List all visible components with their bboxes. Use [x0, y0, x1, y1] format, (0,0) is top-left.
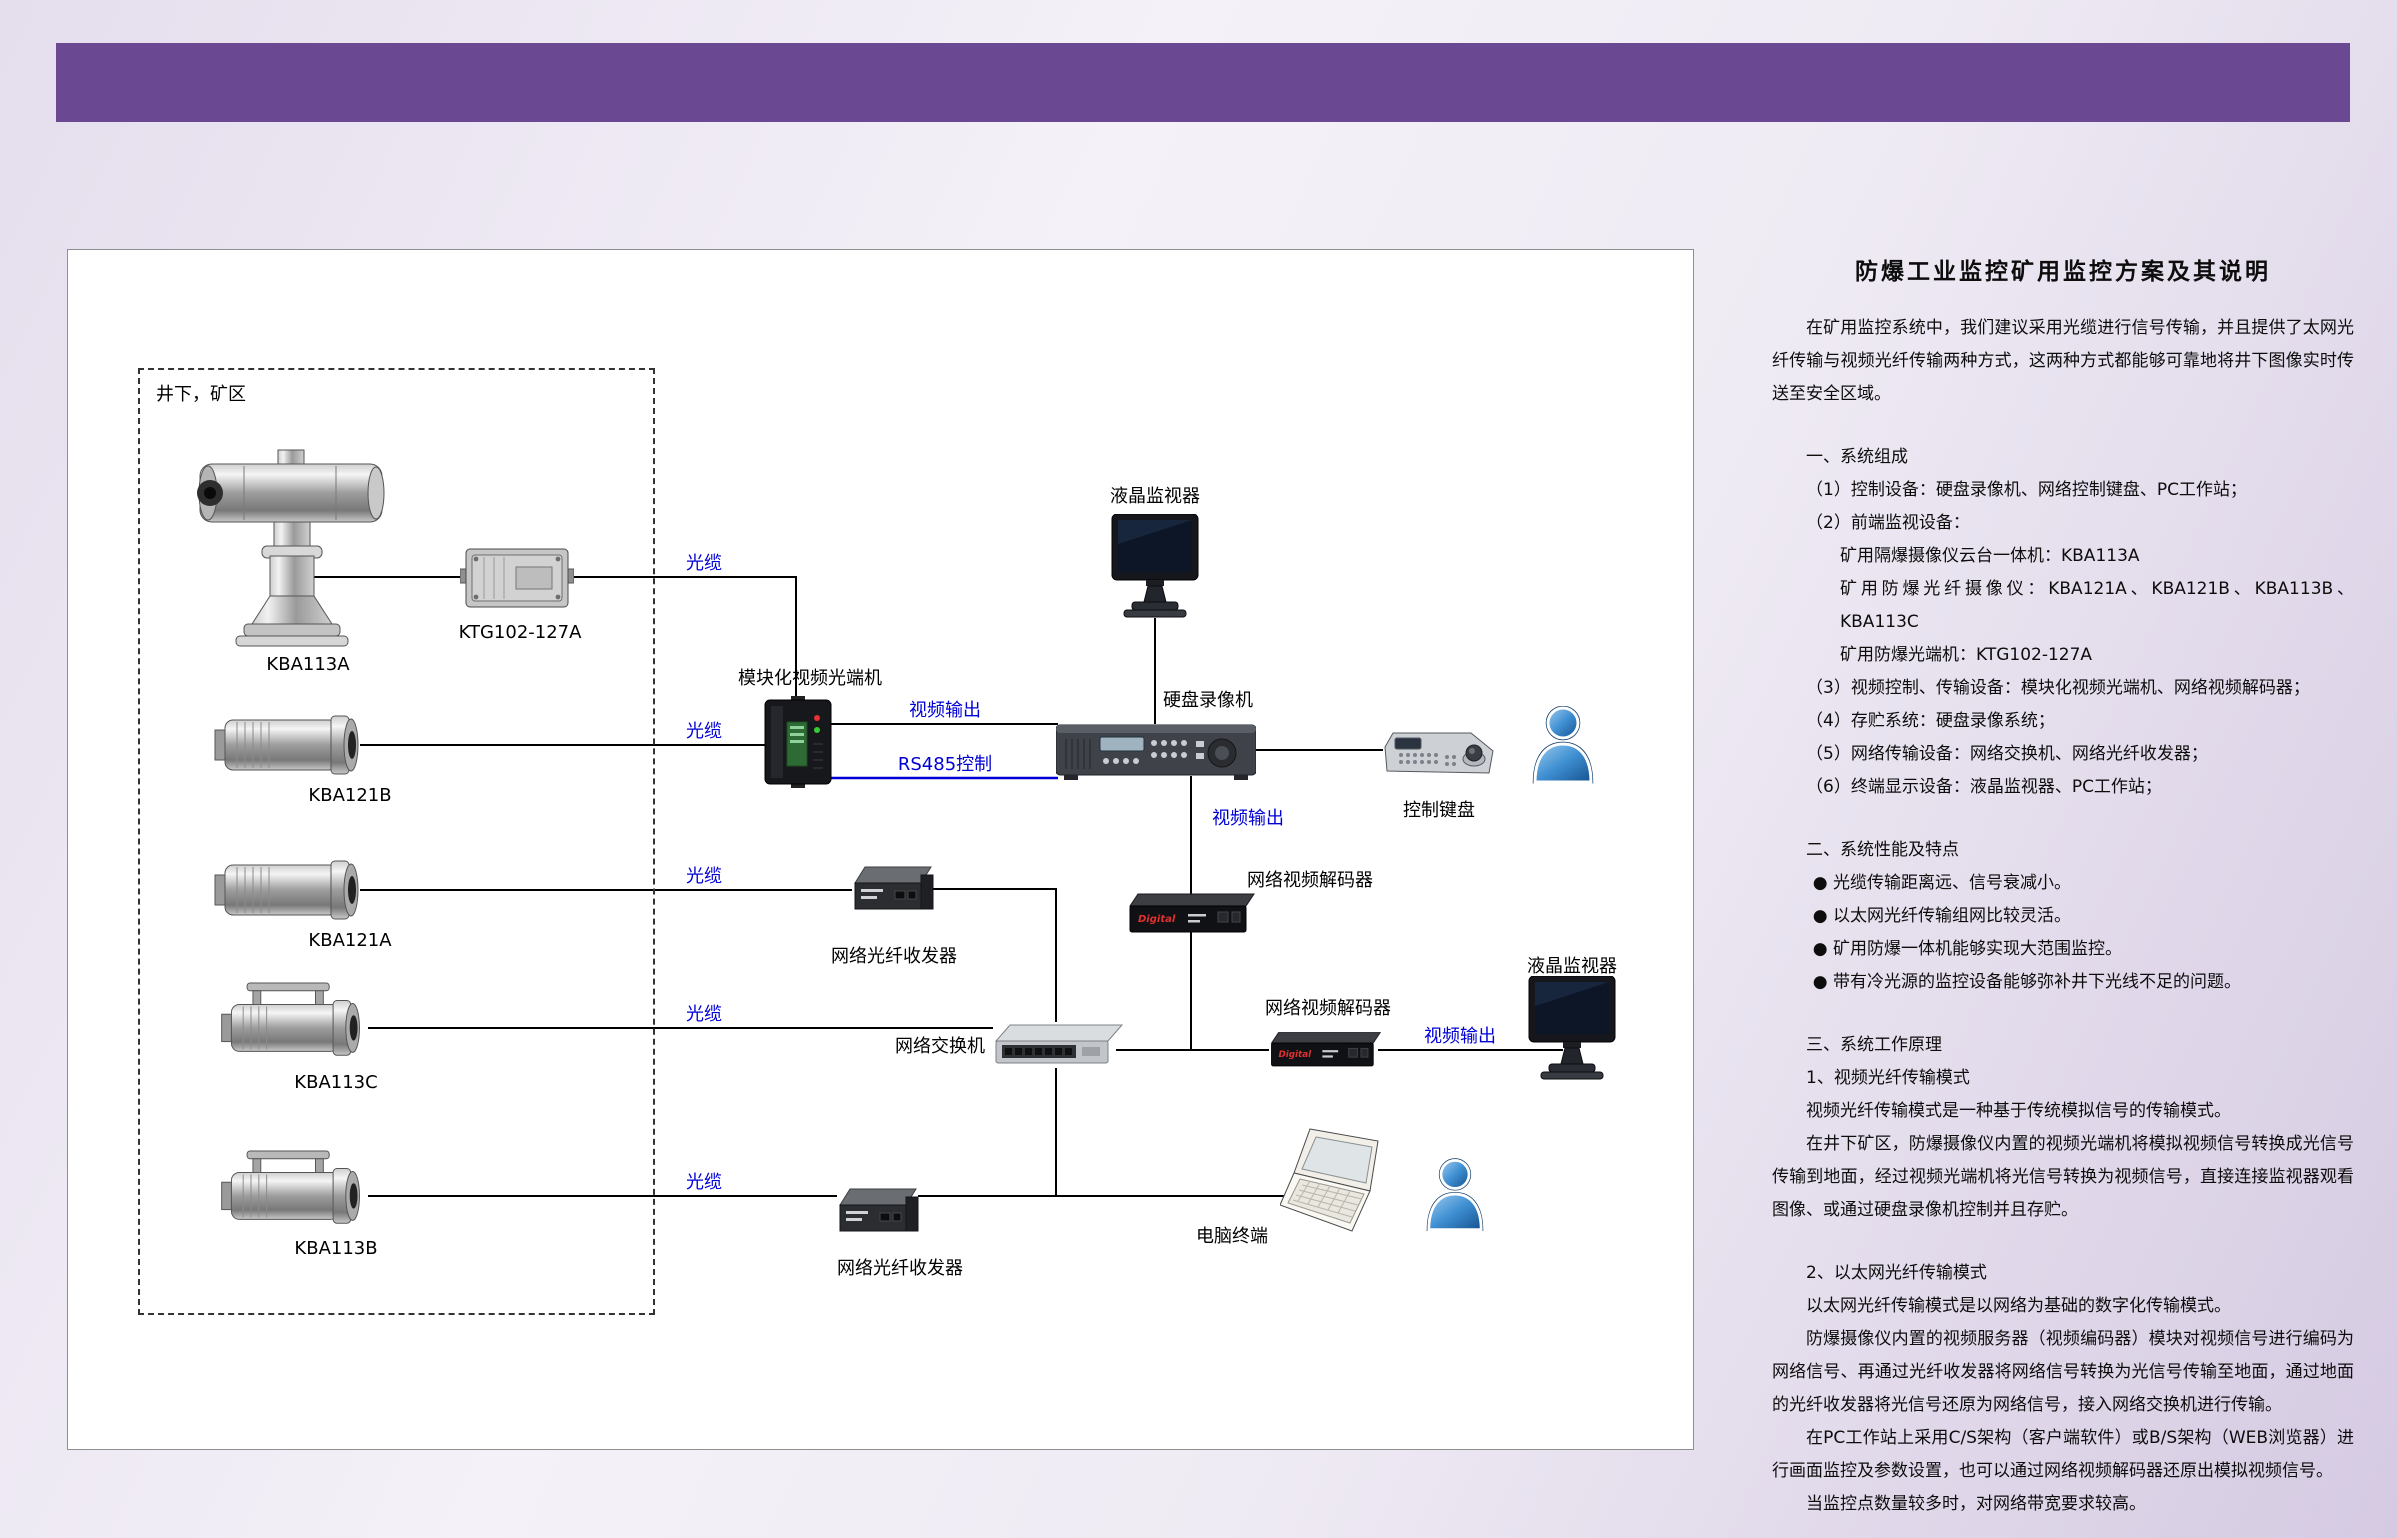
fiber-label-1: 光缆	[686, 553, 722, 574]
network-switch-icon	[994, 1024, 1124, 1064]
fiber-label-5: 光缆	[686, 1172, 722, 1193]
article-paragraph: （3）视频控制、传输设备：模块化视频光端机、网络视频解码器；	[1806, 678, 2310, 698]
kba113b-label: KBA113B	[294, 1238, 378, 1259]
optical-terminal-label: 模块化视频光端机	[738, 668, 882, 689]
junction-box-ktg-icon	[460, 548, 574, 608]
article-paragraph: （6）终端显示设备：液晶监视器、PC工作站；	[1806, 777, 2162, 797]
fiber-camera-kba113b-icon	[221, 1150, 360, 1224]
kba113c-label: KBA113C	[294, 1072, 378, 1093]
network-switch-label: 网络交换机	[895, 1036, 985, 1057]
fiber-transceiver2-label: 网络光纤收发器	[837, 1258, 963, 1279]
video-decoder1-icon: Digital	[1129, 893, 1255, 933]
article-paragraph: （1）控制设备：硬盘录像机、网络控制键盘、PC工作站；	[1806, 480, 2247, 500]
kba121b-label: KBA121B	[308, 785, 392, 806]
video-out-label-3: 视频输出	[1424, 1026, 1496, 1047]
operator-person1-icon	[1532, 706, 1594, 784]
connection-lines	[313, 576, 1563, 1197]
line-transceiver1-to-switch	[928, 888, 1057, 1022]
decoder2-brand-text: Digital	[1279, 1050, 1313, 1060]
article-paragraph: 1、视频光纤传输模式	[1806, 1068, 1970, 1088]
article-paragraph: 在井下矿区，防爆摄像仪内置的视频光端机将模拟视频信号转换成光信号传输到地面，经过…	[1772, 1134, 2354, 1220]
fiber-camera-kba121b-icon	[214, 715, 359, 775]
article-paragraph: ● 光缆传输距离远、信号衰减小。	[1812, 873, 2072, 893]
dvr-label: 硬盘录像机	[1163, 690, 1253, 711]
fiber-label-2: 光缆	[686, 721, 722, 742]
control-keyboard-icon	[1384, 732, 1494, 774]
kba121a-label: KBA121A	[308, 930, 392, 951]
underground-zone-box: 井下，矿区	[138, 368, 655, 1315]
fiber-label-3: 光缆	[686, 866, 722, 887]
article-paragraph: （2）前端监视设备：	[1806, 513, 1970, 533]
ptz-camera-kba113a-icon	[197, 449, 385, 647]
article-paragraph: 矿用防爆光端机：KTG102-127A	[1840, 645, 2093, 665]
article-paragraph: 当监控点数量较多时，对网络带宽要求较高。	[1806, 1494, 2146, 1514]
pc-terminal-label: 电脑终端	[1196, 1226, 1268, 1247]
lcd-monitor2-label: 液晶监视器	[1527, 956, 1617, 977]
article-paragraph: 2、以太网光纤传输模式	[1806, 1263, 1987, 1283]
video-decoder2-label: 网络视频解码器	[1265, 998, 1391, 1019]
lcd-monitor1-label: 液晶监视器	[1110, 486, 1200, 507]
article-paragraph: 在PC工作站上采用C/S架构（客户端软件）或B/S架构（WEB浏览器）进行画面监…	[1772, 1428, 2354, 1481]
article-paragraph: ● 带有冷光源的监控设备能够弥补井下光线不足的问题。	[1812, 972, 2242, 992]
fiber-camera-kba113c-icon	[221, 982, 360, 1056]
underground-zone-label: 井下，矿区	[156, 384, 246, 405]
diagram-panel: 井下，矿区	[67, 249, 1694, 1450]
article-title: 防爆工业监控矿用监控方案及其说明	[1855, 259, 2271, 285]
fiber-camera-kba121a-icon	[214, 860, 359, 920]
article-paragraph: 防爆摄像仪内置的视频服务器（视频编码器）模块对视频信号进行编码为网络信号、再通过…	[1772, 1329, 2354, 1415]
dvr-icon	[1056, 724, 1256, 780]
video-decoder2-icon: Digital	[1270, 1032, 1382, 1067]
fiber-label-4: 光缆	[686, 1004, 722, 1025]
article: 防爆工业监控矿用监控方案及其说明 在矿用监控系统中，我们建议采用光缆进行信号传输…	[1772, 252, 2354, 1521]
laptop-icon	[1280, 1128, 1379, 1232]
fiber-transceiver1-icon	[854, 866, 934, 910]
article-paragraph: ● 矿用防爆一体机能够实现大范围监控。	[1812, 939, 2123, 959]
article-paragraph: 一、系统组成	[1806, 447, 1908, 467]
decoder1-brand-text: Digital	[1138, 914, 1176, 925]
article-paragraph: 矿用防爆光纤摄像仪：KBA121A、KBA121B、KBA113B、KBA113…	[1840, 579, 2354, 632]
article-paragraph: 视频光纤传输模式是一种基于传统模拟信号的传输模式。	[1806, 1101, 2231, 1121]
rs485-label: RS485控制	[897, 754, 993, 775]
article-paragraph: 二、系统性能及特点	[1806, 840, 1959, 860]
header-bar	[56, 43, 2350, 122]
article-paragraph: ● 以太网光纤传输组网比较灵活。	[1812, 906, 2072, 926]
ktg-label: KTG102-127A	[458, 622, 582, 643]
article-paragraph: （4）存贮系统：硬盘录像系统；	[1806, 711, 2055, 731]
article-paragraph: 以太网光纤传输模式是以网络为基础的数字化传输模式。	[1806, 1296, 2231, 1316]
article-paragraph: 在矿用监控系统中，我们建议采用光缆进行信号传输，并且提供了太网光纤传输与视频光纤…	[1772, 318, 2354, 404]
fiber-transceiver2-icon	[839, 1188, 919, 1232]
article-body: 在矿用监控系统中，我们建议采用光缆进行信号传输，并且提供了太网光纤传输与视频光纤…	[1772, 312, 2354, 1521]
kba113a-label: KBA113A	[266, 654, 350, 675]
lcd-monitor1-icon	[1111, 514, 1199, 618]
control-keyboard-label: 控制键盘	[1403, 800, 1475, 821]
article-paragraph: 矿用隔爆摄像仪云台一体机：KBA113A	[1840, 546, 2140, 566]
video-decoder1-label: 网络视频解码器	[1247, 870, 1373, 891]
article-paragraph: （5）网络传输设备：网络交换机、网络光纤收发器；	[1806, 744, 2208, 764]
lcd-monitor2-icon	[1528, 976, 1616, 1080]
video-out-label-1: 视频输出	[909, 700, 981, 721]
video-out-label-2: 视频输出	[1212, 808, 1284, 829]
video-optical-terminal-icon	[764, 696, 832, 788]
operator-person2-icon	[1426, 1158, 1484, 1232]
article-paragraph: 三、系统工作原理	[1806, 1035, 1942, 1055]
fiber-transceiver1-label: 网络光纤收发器	[831, 946, 957, 967]
